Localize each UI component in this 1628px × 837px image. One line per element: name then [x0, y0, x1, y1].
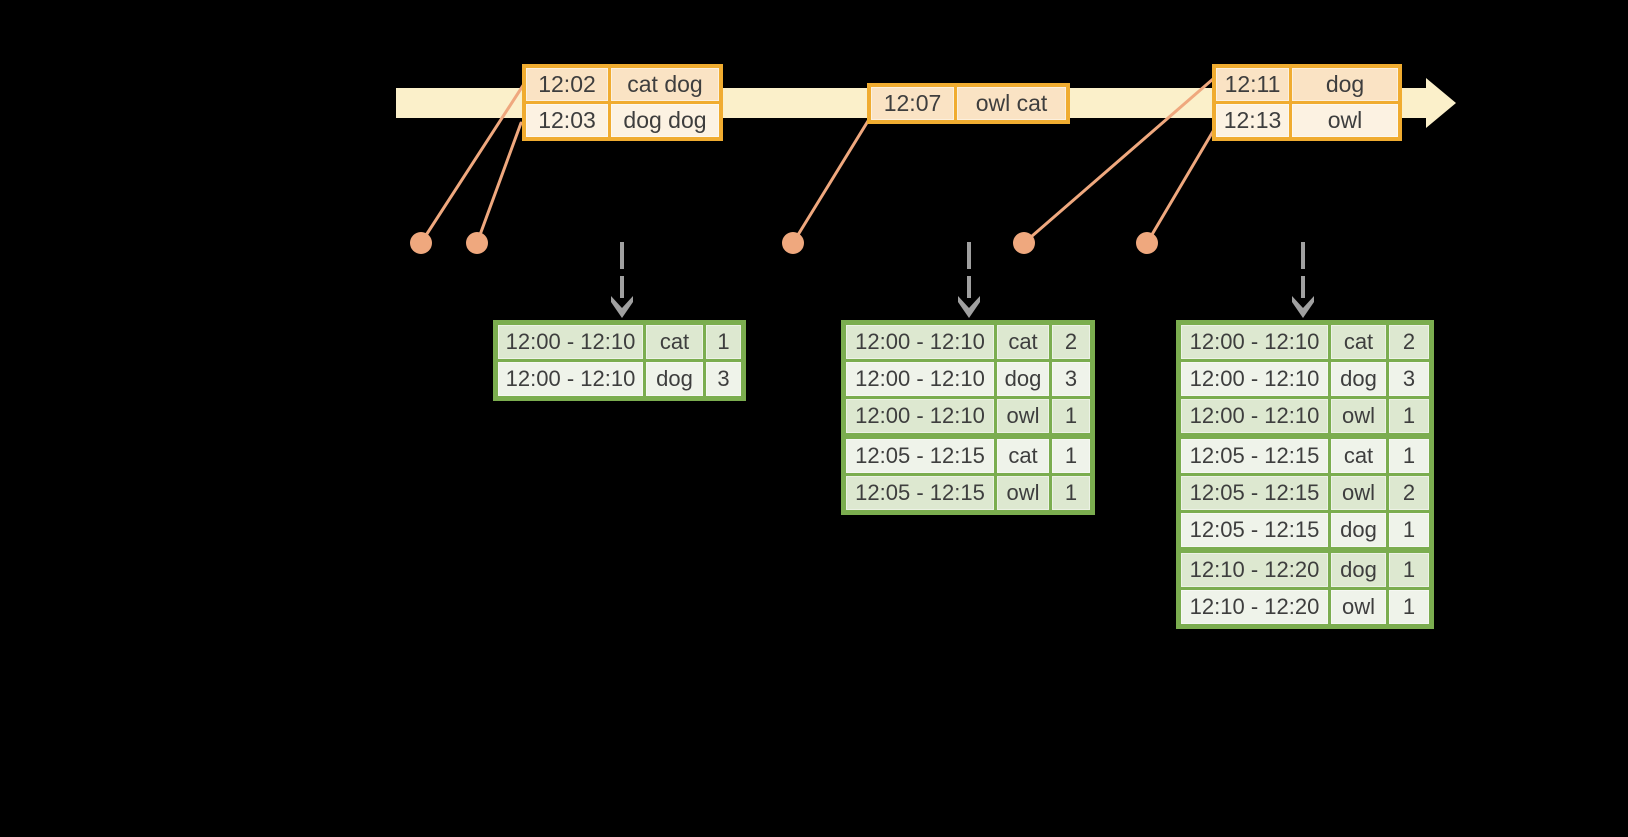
event-dot	[1136, 232, 1158, 254]
event-dot	[782, 232, 804, 254]
event-dot	[410, 232, 432, 254]
cell-word: cat	[997, 439, 1049, 473]
cell-word: owl cat	[957, 87, 1066, 120]
trigger-arrow	[1292, 242, 1314, 318]
cell-count: 2	[1389, 325, 1429, 359]
trigger-arrow	[611, 242, 633, 318]
cell-window: 12:00 - 12:10	[846, 399, 994, 433]
cell-word: owl	[997, 399, 1049, 433]
cell-count: 1	[1052, 439, 1090, 473]
cell-word: owl	[1331, 476, 1386, 510]
cell-time: 12:13	[1216, 104, 1289, 137]
cell-count: 1	[1052, 476, 1090, 510]
cell-word: dog	[1292, 68, 1398, 101]
event-connector-line	[419, 82, 526, 245]
cell-time: 12:11	[1216, 68, 1289, 101]
cell-word: cat dog	[611, 68, 719, 101]
cell-word: dog	[646, 362, 703, 396]
cell-word: dog	[1331, 362, 1386, 396]
cell-count: 1	[1389, 590, 1429, 624]
cell-count: 2	[1389, 476, 1429, 510]
cell-word: dog dog	[611, 104, 719, 137]
cell-count: 1	[1052, 399, 1090, 433]
cell-window: 12:05 - 12:15	[1181, 439, 1328, 473]
event-connector-line	[791, 119, 870, 245]
cell-count: 3	[1389, 362, 1429, 396]
cell-window: 12:00 - 12:10	[1181, 325, 1328, 359]
cell-count: 1	[1389, 553, 1429, 587]
cell-word: cat	[997, 325, 1049, 359]
cell-word: dog	[1331, 513, 1386, 547]
cell-word: dog	[1331, 553, 1386, 587]
cell-word: cat	[1331, 325, 1386, 359]
cell-word: cat	[646, 325, 703, 359]
cell-window: 12:00 - 12:10	[1181, 362, 1328, 396]
cell-count: 1	[706, 325, 741, 359]
cell-count: 3	[1052, 362, 1090, 396]
cell-time: 12:07	[871, 87, 954, 120]
cell-window: 12:05 - 12:15	[846, 476, 994, 510]
cell-window: 12:10 - 12:20	[1181, 553, 1328, 587]
cell-count: 1	[1389, 439, 1429, 473]
cell-word: dog	[997, 362, 1049, 396]
cell-word: owl	[1331, 590, 1386, 624]
timeline-arrowhead-icon	[1426, 78, 1456, 128]
event-dot	[466, 232, 488, 254]
cell-window: 12:05 - 12:15	[1181, 513, 1328, 547]
cell-word: owl	[1331, 399, 1386, 433]
cell-window: 12:00 - 12:10	[1181, 399, 1328, 433]
cell-time: 12:03	[526, 104, 608, 137]
trigger-arrow	[958, 242, 980, 318]
cell-window: 12:10 - 12:20	[1181, 590, 1328, 624]
cell-window: 12:00 - 12:10	[498, 325, 643, 359]
event-dot	[1013, 232, 1035, 254]
cell-window: 12:00 - 12:10	[846, 362, 994, 396]
cell-window: 12:05 - 12:15	[1181, 476, 1328, 510]
event-connector-line	[1145, 126, 1217, 245]
cell-window: 12:05 - 12:15	[846, 439, 994, 473]
cell-word: cat	[1331, 439, 1386, 473]
cell-count: 1	[1389, 513, 1429, 547]
cell-count: 1	[1389, 399, 1429, 433]
cell-time: 12:02	[526, 68, 608, 101]
cell-window: 12:00 - 12:10	[846, 325, 994, 359]
cell-window: 12:00 - 12:10	[498, 362, 643, 396]
event-connector-line	[1022, 77, 1215, 245]
cell-count: 2	[1052, 325, 1090, 359]
cell-word: owl	[997, 476, 1049, 510]
event-connector-line	[475, 121, 523, 245]
cell-word: owl	[1292, 104, 1398, 137]
cell-count: 3	[706, 362, 741, 396]
